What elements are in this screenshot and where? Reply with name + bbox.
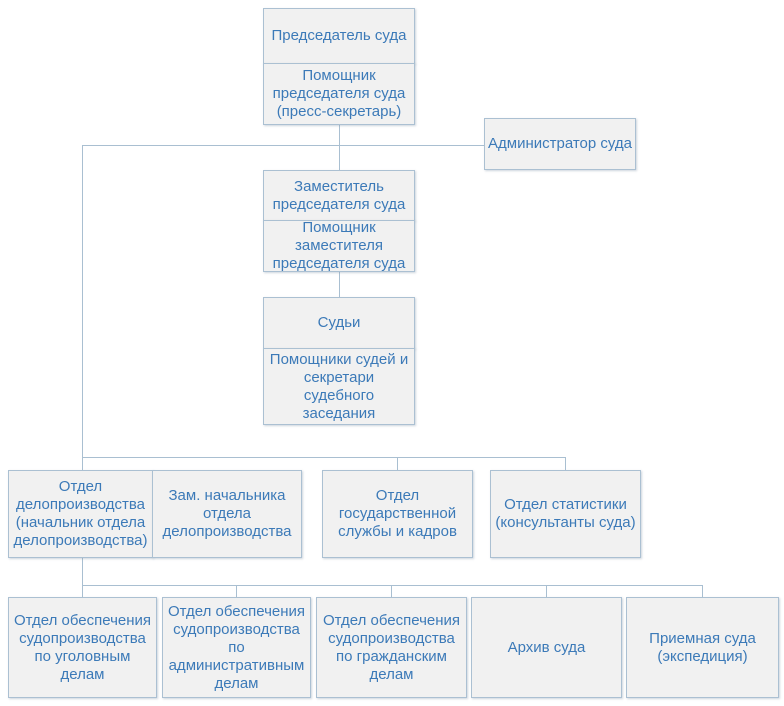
connector-stub-civil-dept	[391, 585, 392, 598]
connector-records-to-bottom	[82, 558, 83, 598]
connector-stub-reception	[702, 585, 703, 598]
node-statistics-dept: Отдел статистики (консультанты суда)	[490, 470, 641, 558]
node-administrative-dept: Отдел обеспечения судопроизводства по ад…	[162, 597, 311, 698]
node-deputy: Заместитель председателя суда	[263, 170, 415, 221]
node-judges-assistants-label: Помощники судей и секретари судебного за…	[269, 350, 409, 422]
connector-bottom-row	[82, 585, 703, 586]
node-records-dept: Отдел делопроизводства (начальник отдела…	[8, 470, 153, 558]
node-civil-service-dept-label: Отдел государственной службы и кадров	[338, 487, 457, 540]
node-deputy-label: Заместитель председателя суда	[272, 177, 406, 213]
connector-stub-archive	[546, 585, 547, 598]
connector-chairman-to-deputy	[339, 125, 340, 170]
node-archive: Архив суда	[471, 597, 622, 698]
node-criminal-dept: Отдел обеспечения судопроизводства по уг…	[8, 597, 157, 698]
node-archive-label: Архив суда	[507, 638, 586, 656]
node-civil-service-dept: Отдел государственной службы и кадров	[322, 470, 473, 558]
node-civil-dept: Отдел обеспечения судопроизводства по гр…	[316, 597, 467, 698]
connector-stub-civil-service-dept	[397, 457, 398, 471]
node-chairman-assistant-label: Помощник председателя суда (пресс-секрет…	[272, 67, 406, 120]
node-administrator-label: Администратор суда	[488, 135, 632, 152]
node-reception-label: Приемная суда (экспедиция)	[649, 629, 756, 665]
node-reception: Приемная суда (экспедиция)	[626, 597, 779, 698]
node-records-deputy-head: Зам. начальника отдела делопроизводства	[152, 470, 302, 558]
connector-deputy-to-judges	[339, 272, 340, 297]
node-records-dept-label: Отдел делопроизводства (начальник отдела…	[13, 478, 148, 549]
node-records-deputy-head-label: Зам. начальника отдела делопроизводства	[162, 487, 292, 540]
node-civil-dept-label: Отдел обеспечения судопроизводства по гр…	[322, 611, 461, 683]
node-deputy-assistant: Помощник заместителя председателя суда	[263, 219, 415, 272]
connector-branch-administrator	[82, 145, 485, 146]
node-administrative-dept-label: Отдел обеспечения судопроизводства по ад…	[167, 602, 306, 692]
node-statistics-dept-label: Отдел статистики (консультанты суда)	[495, 496, 636, 531]
node-judges-assistants: Помощники судей и секретари судебного за…	[263, 348, 415, 425]
connector-stub-statistics-dept	[565, 457, 566, 471]
node-chairman-label: Председатель суда	[271, 27, 407, 44]
connector-depts-row	[82, 457, 566, 458]
node-criminal-dept-label: Отдел обеспечения судопроизводства по уг…	[13, 611, 152, 683]
node-judges-label: Судьи	[317, 314, 361, 331]
node-administrator: Администратор суда	[484, 118, 636, 170]
node-chairman-assistant: Помощник председателя суда (пресс-секрет…	[263, 63, 415, 125]
node-deputy-assistant-label: Помощник заместителя председателя суда	[272, 219, 406, 272]
node-judges: Судьи	[263, 297, 415, 349]
connector-left-trunk	[82, 145, 83, 471]
connector-stub-administrative-dept	[236, 585, 237, 598]
node-chairman: Председатель суда	[263, 8, 415, 64]
